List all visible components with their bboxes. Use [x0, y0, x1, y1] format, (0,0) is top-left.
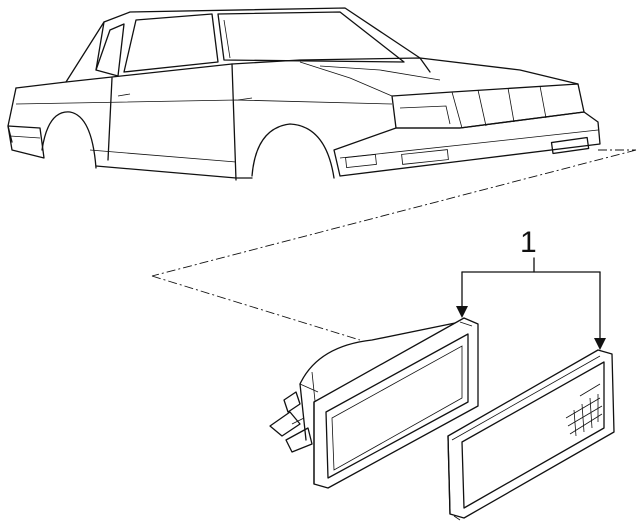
callout-1: 1 — [456, 226, 606, 350]
lamp-lens — [447, 349, 615, 521]
callout-label: 1 — [520, 226, 537, 259]
leader-lines — [151, 149, 637, 341]
lamp-housing-assembly — [269, 317, 479, 489]
arrow-head-left — [456, 306, 468, 318]
arrow-head-right — [594, 338, 606, 350]
car-body-illustration — [7, 7, 601, 181]
lens-grid-pattern — [565, 383, 603, 437]
